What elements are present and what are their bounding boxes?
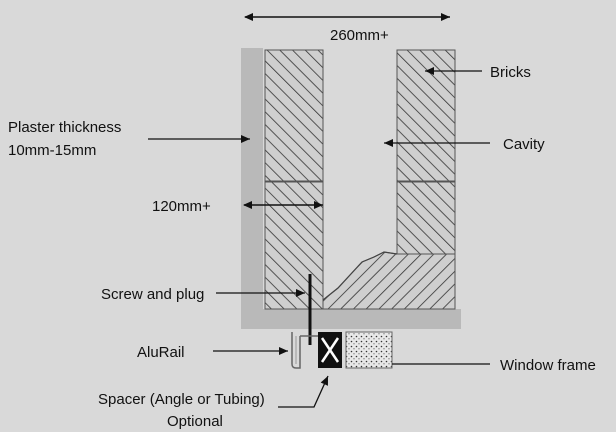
- dimension-inner-text: 120mm+: [152, 198, 211, 215]
- spacer-label-line2: Optional: [167, 413, 223, 430]
- screw-label: Screw and plug: [101, 286, 204, 303]
- spacer-leader: [278, 375, 329, 408]
- alurail-profile: [291, 332, 318, 369]
- window-frame-box: [345, 331, 393, 369]
- closure-edge: [322, 251, 398, 301]
- plaster-layer: [241, 48, 263, 329]
- plaster-label-line1: Plaster thickness: [8, 119, 121, 136]
- inner-brick-lower: [264, 181, 324, 310]
- bricks-label: Bricks: [490, 64, 531, 81]
- window-frame-label: Window frame: [500, 357, 596, 374]
- spacer-x-2: [320, 337, 340, 363]
- alurail-label: AluRail: [137, 344, 185, 361]
- outer-brick-lower: [396, 181, 456, 255]
- dimension-top-text: 260mm+: [330, 27, 389, 44]
- cavity-closure: [322, 251, 456, 310]
- inner-brick-upper: [264, 49, 324, 182]
- plaster-label-line2: 10mm-15mm: [8, 142, 96, 159]
- wall-base: [241, 309, 461, 329]
- spacer-label-line1: Spacer (Angle or Tubing): [98, 391, 265, 408]
- cavity-label: Cavity: [503, 136, 545, 153]
- outer-brick-upper: [396, 49, 456, 182]
